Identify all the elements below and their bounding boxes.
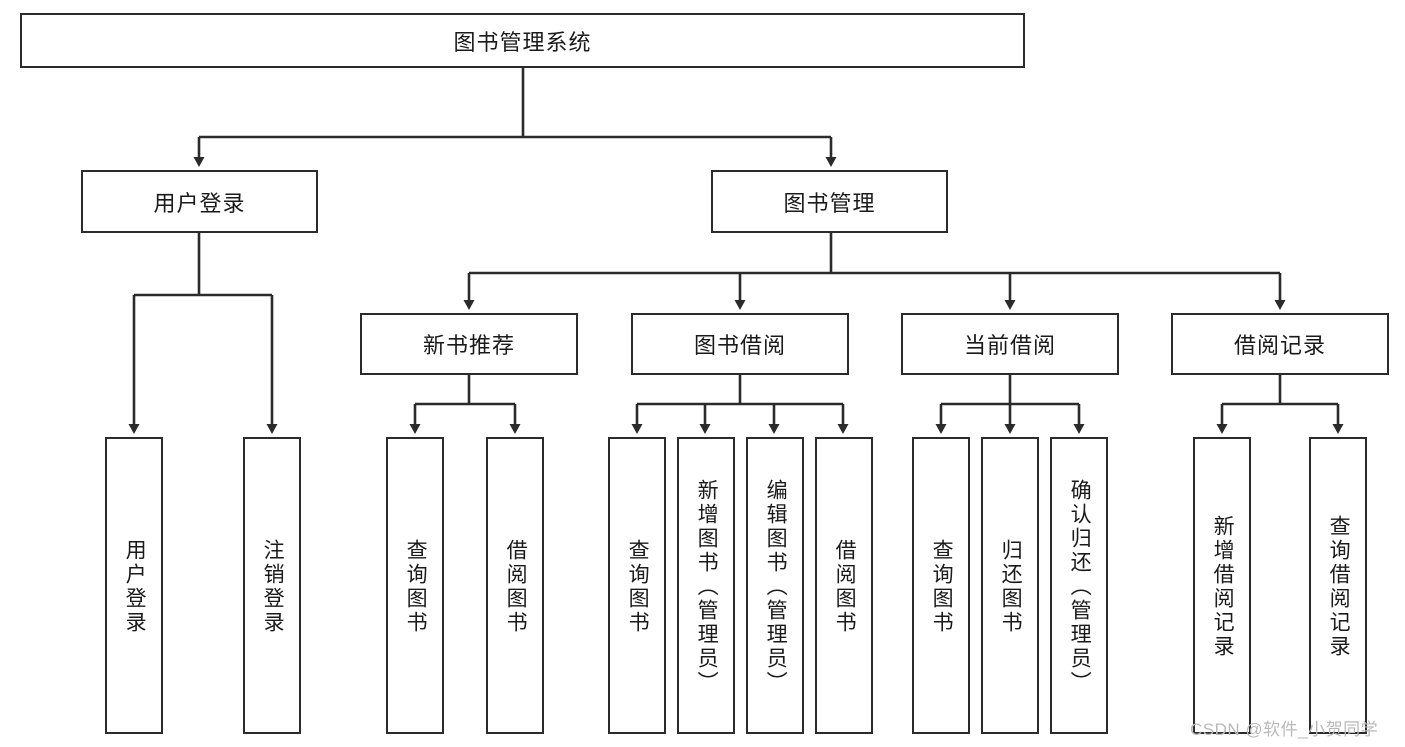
leaf-label: 确认归还（管理员） — [1068, 478, 1092, 695]
leaf-current-confirm-return[interactable]: 确认归还（管理员） — [1050, 437, 1108, 734]
node-borrow-record-label: 借阅记录 — [1233, 333, 1326, 358]
leaf-label: 新增图书（管理员） — [695, 478, 719, 695]
node-root-label: 图书管理系统 — [453, 29, 592, 55]
leaf-borrow-add-book[interactable]: 新增图书（管理员） — [677, 437, 735, 734]
node-book-management[interactable]: 图书管理 — [711, 170, 948, 233]
node-book-management-label: 图书管理 — [783, 190, 876, 216]
leaf-label: 借阅图书 — [833, 538, 857, 635]
node-borrow-record[interactable]: 借阅记录 — [1171, 313, 1389, 375]
node-new-book-recommend-label: 新书推荐 — [422, 333, 515, 358]
leaf-label: 查询图书 — [626, 538, 650, 635]
node-book-borrow-label: 图书借阅 — [693, 333, 786, 358]
leaf-record-query-record[interactable]: 查询借阅记录 — [1309, 437, 1367, 734]
node-current-borrow-label: 当前借阅 — [963, 333, 1056, 358]
leaf-recommend-borrow-book[interactable]: 借阅图书 — [486, 437, 544, 734]
csdn-watermark: CSDN @软件_小贺同学 — [1190, 720, 1379, 739]
leaf-label: 借阅图书 — [504, 538, 528, 635]
node-new-book-recommend[interactable]: 新书推荐 — [360, 313, 578, 375]
node-book-borrow[interactable]: 图书借阅 — [631, 313, 849, 375]
leaf-label: 查询借阅记录 — [1327, 514, 1351, 659]
leaf-label: 归还图书 — [999, 538, 1023, 635]
leaf-borrow-query-book[interactable]: 查询图书 — [608, 437, 666, 734]
leaf-label: 用户登录 — [123, 538, 147, 635]
node-current-borrow[interactable]: 当前借阅 — [901, 313, 1119, 375]
leaf-borrow-edit-book[interactable]: 编辑图书（管理员） — [746, 437, 804, 734]
leaf-current-query-book[interactable]: 查询图书 — [912, 437, 970, 734]
leaf-borrow-borrow-book[interactable]: 借阅图书 — [815, 437, 873, 734]
node-root[interactable]: 图书管理系统 — [20, 13, 1025, 68]
leaf-label: 编辑图书（管理员） — [764, 478, 788, 695]
leaf-label: 查询图书 — [404, 538, 428, 635]
leaf-recommend-query-book[interactable]: 查询图书 — [386, 437, 444, 734]
leaf-user-login-logout[interactable]: 注销登录 — [243, 437, 301, 734]
leaf-label: 注销登录 — [261, 538, 285, 635]
node-user-login-label: 用户登录 — [153, 190, 246, 216]
leaf-record-add-record[interactable]: 新增借阅记录 — [1193, 437, 1251, 734]
leaf-label: 查询图书 — [930, 538, 954, 635]
leaf-current-return-book[interactable]: 归还图书 — [981, 437, 1039, 734]
node-user-login[interactable]: 用户登录 — [81, 170, 318, 233]
leaf-label: 新增借阅记录 — [1211, 514, 1235, 659]
leaf-user-login-login[interactable]: 用户登录 — [105, 437, 163, 734]
